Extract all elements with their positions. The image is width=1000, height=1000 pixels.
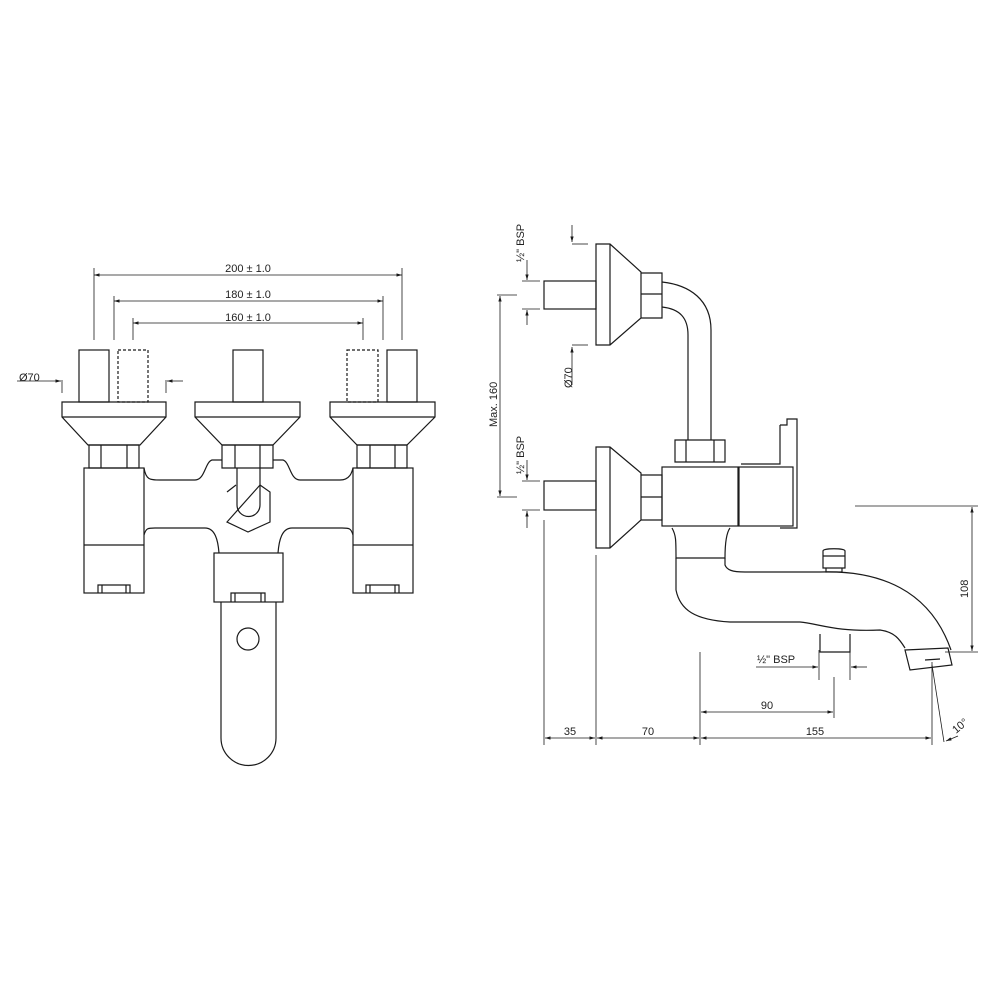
dim-90-label: 90	[761, 700, 773, 712]
height-108-label: 108	[959, 580, 971, 598]
diameter-label: Ø70	[19, 372, 40, 384]
side-body	[543, 243, 953, 671]
bsp-lower-label: ½" BSP	[515, 436, 527, 474]
dim-180-label: 180 ± 1.0	[225, 289, 271, 301]
side-dimensions: ½" BSP Ø70 Max. 160 ½" BSP 108	[488, 224, 978, 745]
dim-70-label: 70	[642, 726, 654, 738]
front-dimensions: 200 ± 1.0 180 ± 1.0 160 ± 1.0 Ø70	[17, 263, 403, 393]
angle-10-label: 10°	[950, 716, 970, 736]
side-view: ½" BSP Ø70 Max. 160 ½" BSP 108	[488, 224, 978, 745]
bsp-upper-label: ½" BSP	[515, 224, 527, 262]
bsp-outlet-label: ½" BSP	[757, 654, 795, 666]
front-body	[61, 349, 436, 767]
dim-160-label: 160 ± 1.0	[225, 312, 271, 324]
lever-handle	[220, 602, 277, 767]
side-diameter-label: Ø70	[563, 367, 575, 388]
dim-200-label: 200 ± 1.0	[225, 263, 271, 275]
dim-155-label: 155	[806, 726, 824, 738]
max-160-label: Max. 160	[488, 382, 500, 427]
lever-button	[236, 627, 260, 651]
front-view: 200 ± 1.0 180 ± 1.0 160 ± 1.0 Ø70	[17, 263, 436, 767]
dim-35-label: 35	[564, 726, 576, 738]
